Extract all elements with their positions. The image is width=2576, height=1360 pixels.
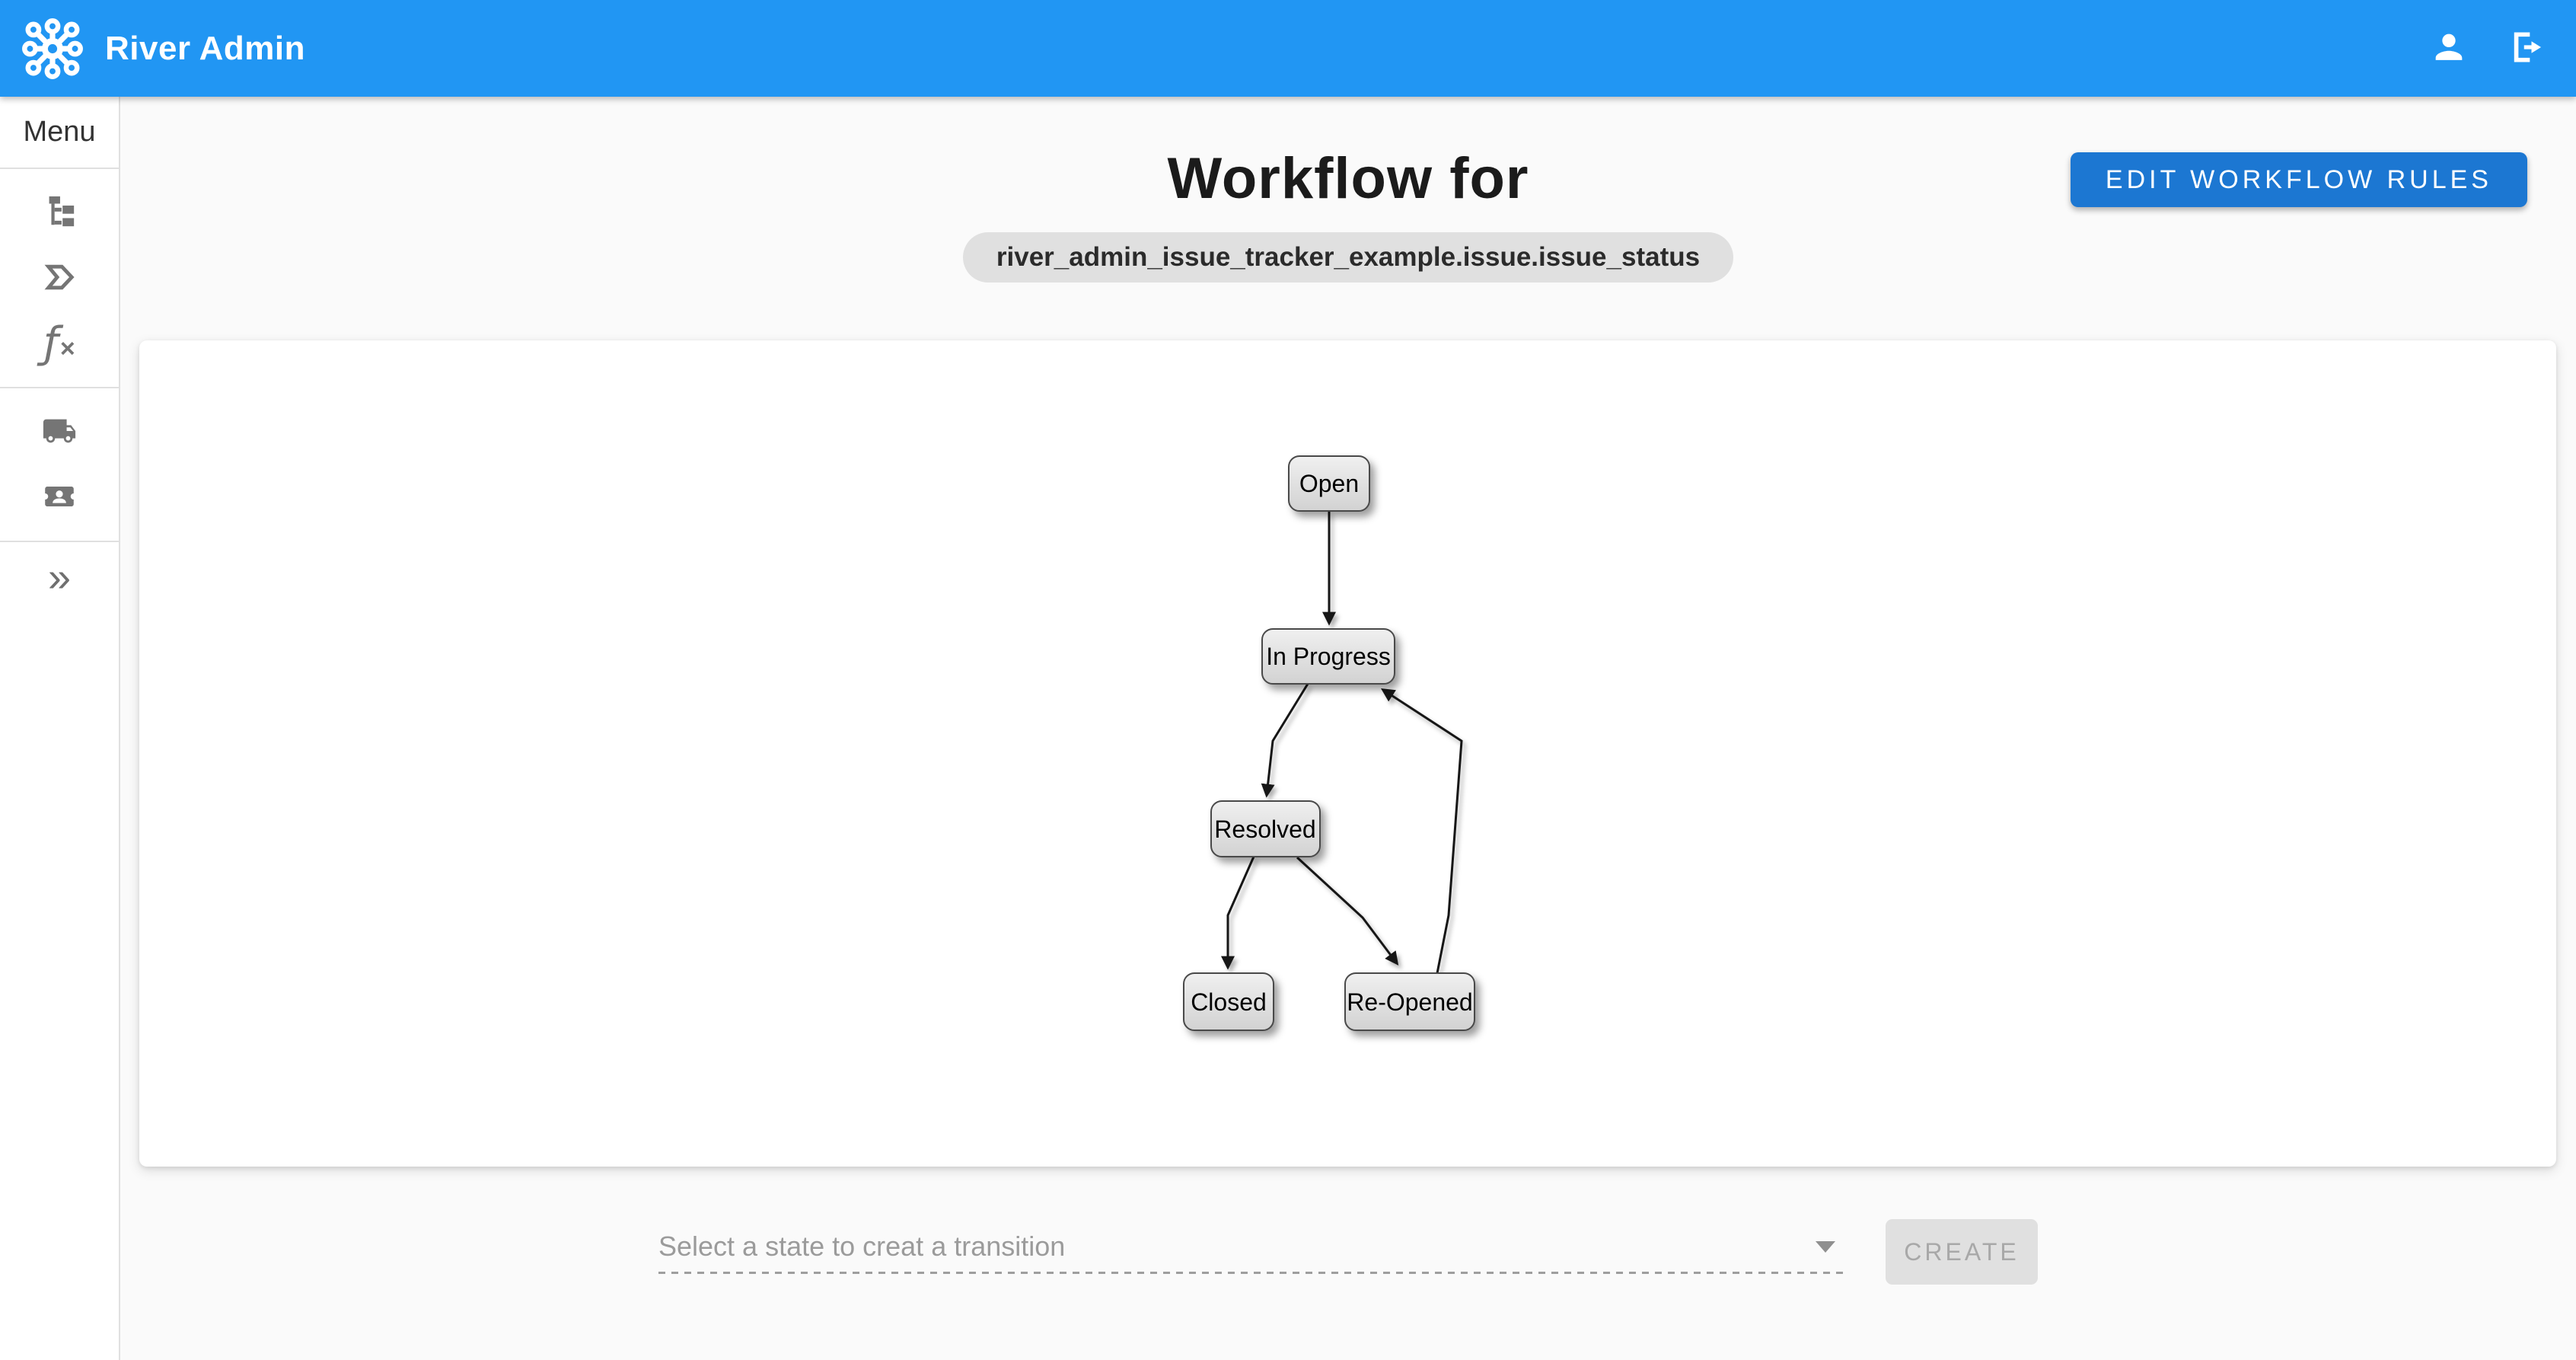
transition-edge-re-opened-to-in-progress [1380, 688, 1463, 974]
sidebar-item-workflow-states[interactable] [0, 180, 119, 245]
workflow-node-closed: Closed [1183, 972, 1274, 1031]
sidebar-group-workflow: ƒ × [0, 169, 119, 388]
svg-text:Closed: Closed [1191, 988, 1267, 1016]
workflow-node-open: Open [1288, 455, 1370, 512]
sidebar-expand-row: » [0, 542, 119, 612]
transition-chevron-icon [42, 260, 77, 297]
edit-workflow-rules-button[interactable]: EDIT WORKFLOW RULES [2070, 152, 2527, 207]
create-transition-button[interactable]: CREATE [1886, 1219, 2038, 1285]
issue-ticket-icon [42, 479, 77, 516]
workflow-field-chip: river_admin_issue_tracker_example.issue.… [962, 232, 1734, 283]
logout-icon [2507, 27, 2546, 69]
shipping-truck-icon [42, 413, 77, 451]
workflow-tree-icon [42, 194, 77, 231]
dropdown-arrow-icon [1816, 1240, 1835, 1253]
topbar: River Admin [0, 0, 2576, 97]
sidebar: Menu [0, 97, 120, 1360]
svg-text:Resolved: Resolved [1214, 816, 1315, 843]
main-content: Workflow for river_admin_issue_tracker_e… [120, 97, 2576, 1360]
sidebar-menu-label: Menu [0, 97, 119, 169]
workflow-node-in-progress: In Progress [1261, 628, 1395, 685]
workflow-node-re-opened: Re-Opened [1344, 972, 1475, 1031]
double-chevron-right-icon: » [47, 554, 72, 600]
state-select-placeholder: Select a state to creat a transition [658, 1231, 1066, 1262]
workflow-node-resolved: Resolved [1210, 800, 1321, 857]
workflow-diagram-card: Open In Progress Resolved Closed [139, 340, 2556, 1167]
account-button[interactable] [2427, 27, 2471, 71]
sidebar-item-issues[interactable] [0, 465, 119, 530]
svg-text:Open: Open [1299, 470, 1359, 497]
page-title: Workflow for [1167, 146, 1529, 211]
person-icon [2429, 27, 2469, 69]
app-title: River Admin [105, 29, 306, 67]
sidebar-group-models [0, 388, 119, 542]
river-admin-logo-icon [20, 16, 85, 81]
svg-text:In Progress: In Progress [1266, 643, 1391, 670]
svg-text:Re-Opened: Re-Opened [1347, 988, 1472, 1016]
transition-edge-resolved-to-re-opened [1296, 856, 1399, 966]
sidebar-item-transitions[interactable] [0, 245, 119, 311]
sidebar-item-functions[interactable]: ƒ × [0, 311, 119, 376]
transition-edge-resolved-to-closed [1221, 856, 1255, 970]
state-select[interactable]: Select a state to creat a transition [658, 1219, 1849, 1274]
function-icon: ƒ × [43, 318, 75, 368]
workflow-chip-row: river_admin_issue_tracker_example.issue.… [120, 232, 2576, 283]
expand-sidebar-button[interactable]: » [0, 542, 119, 612]
logout-button[interactable] [2504, 27, 2549, 71]
transition-edge-in-progress-to-resolved [1261, 683, 1309, 798]
sidebar-item-shipping[interactable] [0, 399, 119, 465]
create-transition-row: Select a state to creat a transition CRE… [120, 1219, 2576, 1285]
workflow-diagram: Open In Progress Resolved Closed [1183, 455, 1475, 1031]
